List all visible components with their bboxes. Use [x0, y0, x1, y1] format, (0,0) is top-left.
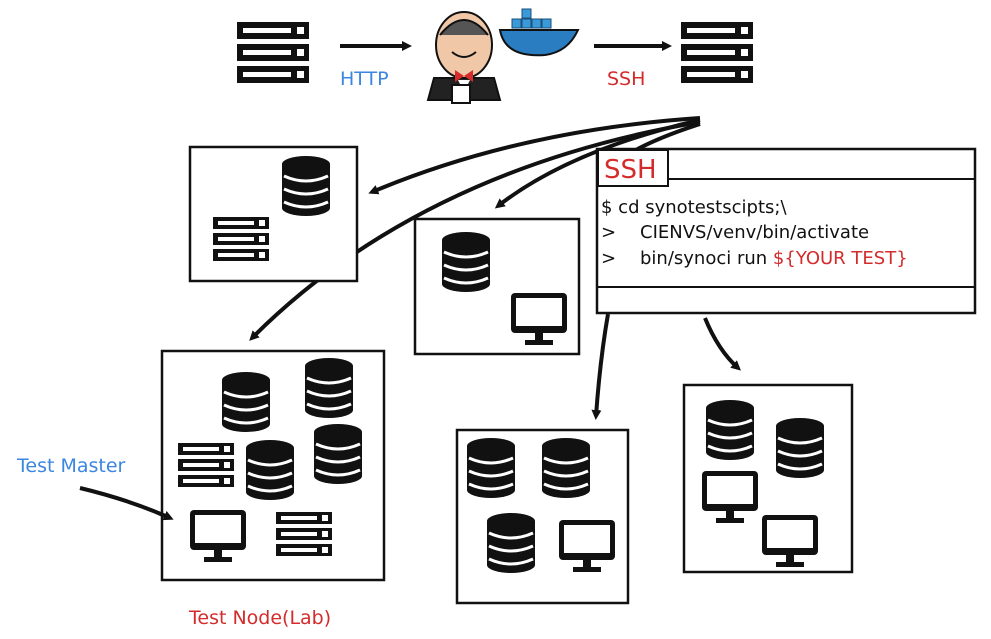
- database-icon: [244, 438, 296, 502]
- test-master-label: Test Master: [16, 455, 126, 477]
- target-server-icon: [681, 22, 753, 83]
- database-icon: [312, 422, 364, 486]
- database-icon: [485, 511, 537, 575]
- database-icon: [704, 398, 756, 462]
- server-rack-icon: [213, 217, 269, 261]
- docker-whale-icon: [498, 8, 580, 57]
- ssh-terminal-panel: SSH $ cd synotestscipts;\ > CIENVS/venv/…: [595, 147, 977, 315]
- ssh-fanout-arrows: [249, 116, 741, 420]
- terminal-line-3-cmd: bin/synoci run: [640, 248, 773, 269]
- lab-node-4: [455, 428, 630, 605]
- lab-node-2: [413, 217, 581, 356]
- database-icon: [465, 436, 517, 500]
- terminal-line-2-cmd: CIENVS/venv/bin/activate: [640, 222, 869, 243]
- database-icon: [540, 436, 592, 500]
- database-icon: [280, 154, 332, 218]
- terminal-line-1: $ cd synotestscipts;\: [601, 197, 787, 218]
- http-label: HTTP: [340, 68, 389, 90]
- ssh-label: SSH: [607, 68, 645, 90]
- server-rack-icon: [276, 512, 332, 556]
- terminal-title: SSH: [604, 155, 657, 185]
- database-icon: [220, 370, 272, 434]
- jenkins-butler-icon: [426, 11, 502, 104]
- server-rack-icon: [178, 443, 234, 487]
- terminal-line-3: bin/synoci run ${YOUR TEST}: [640, 248, 908, 269]
- test-master-arrow: [79, 486, 174, 521]
- lab-node-main: [160, 349, 386, 582]
- terminal-line-3-var: ${YOUR TEST}: [773, 248, 908, 269]
- terminal-line-3-prompt: >: [601, 248, 616, 269]
- lab-node-1: [188, 145, 359, 283]
- database-icon: [303, 356, 355, 420]
- test-node-label: Test Node(Lab): [188, 607, 331, 629]
- database-icon: [774, 416, 826, 480]
- lab-node-5: [682, 383, 854, 574]
- database-icon: [440, 230, 492, 294]
- terminal-line-2-prompt: >: [601, 222, 616, 243]
- source-server-icon: [237, 22, 309, 83]
